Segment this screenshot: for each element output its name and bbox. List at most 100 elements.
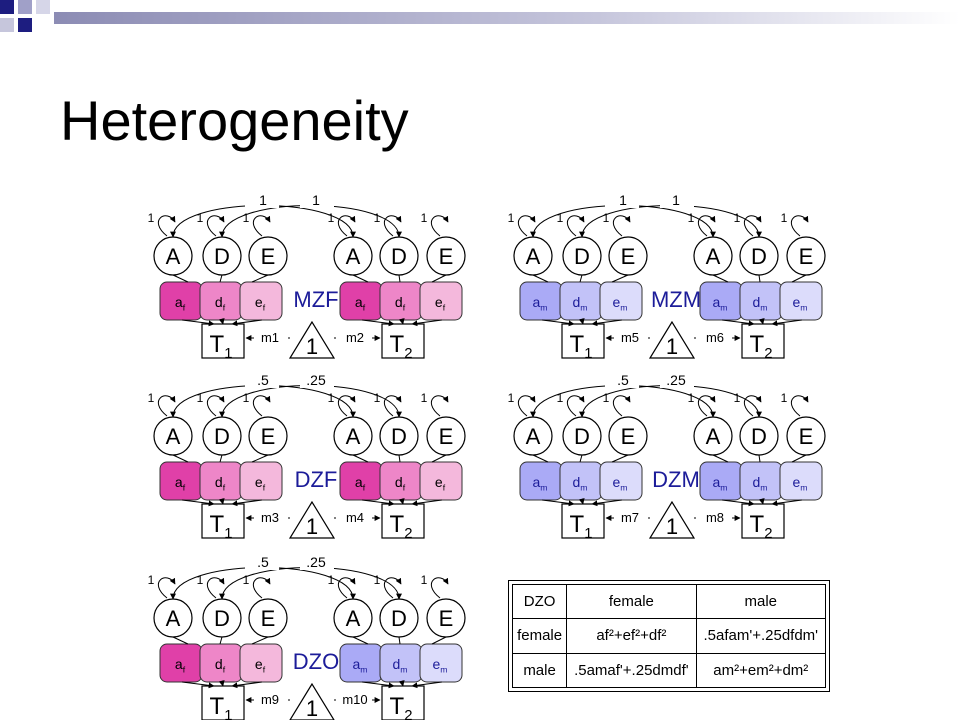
corr-label-d: 1 bbox=[672, 192, 680, 208]
loading-arrow bbox=[758, 498, 765, 505]
mean-path-label-right: m4 bbox=[346, 510, 364, 525]
loading-arrow bbox=[758, 318, 765, 325]
factor-label-e: E bbox=[799, 424, 814, 449]
dzo-covariance-table: DZO female male female af²+ef²+df² .5afa… bbox=[508, 580, 830, 692]
variance-loop bbox=[697, 395, 716, 417]
variance-loop-label: 1 bbox=[328, 391, 335, 405]
factor-label-a: A bbox=[346, 244, 361, 269]
variance-loop-label: 1 bbox=[328, 573, 335, 587]
path-box-d bbox=[739, 281, 783, 321]
variance-loop-label: 1 bbox=[508, 211, 515, 225]
factor-label-e: E bbox=[261, 424, 276, 449]
loading-arrow bbox=[721, 319, 755, 327]
mean-path-label-right: m6 bbox=[706, 330, 724, 345]
phenotype-label: T1 bbox=[210, 693, 233, 720]
variance-loop bbox=[743, 395, 762, 417]
path-box-label-a: af bbox=[175, 294, 186, 313]
path-box-d bbox=[739, 461, 783, 501]
factor-path bbox=[352, 454, 369, 463]
corr-label-bg bbox=[245, 192, 279, 208]
corr-label-bg bbox=[245, 372, 279, 388]
loading-arrow bbox=[181, 319, 215, 327]
loading-arrow bbox=[398, 680, 405, 687]
loading-arrow bbox=[218, 318, 225, 325]
factor-path bbox=[611, 454, 629, 463]
factor-label-a: A bbox=[166, 244, 181, 269]
variance-loop bbox=[697, 215, 716, 237]
factor-path bbox=[579, 274, 583, 283]
factor-path bbox=[172, 636, 189, 645]
variance-loop bbox=[383, 395, 402, 417]
variance-loop bbox=[790, 395, 809, 417]
factor-label-e: E bbox=[261, 244, 276, 269]
variance-loop-label: 1 bbox=[781, 391, 788, 405]
path-box-d bbox=[559, 461, 603, 501]
path-box-e bbox=[419, 643, 463, 683]
corr-label-bg bbox=[660, 192, 694, 208]
factor-label-a: A bbox=[706, 424, 721, 449]
factor-label-a: A bbox=[526, 244, 541, 269]
phenotype-box bbox=[741, 323, 785, 359]
loading-arrow bbox=[231, 319, 263, 327]
factor-label-a: A bbox=[166, 606, 181, 631]
mean-label-bg bbox=[614, 510, 648, 524]
path-box-label-d: dm bbox=[572, 474, 587, 493]
path-box-e bbox=[599, 281, 643, 321]
path-box-label-d: df bbox=[215, 656, 226, 675]
phenotype-label: T1 bbox=[570, 511, 593, 542]
factor-label-e: E bbox=[799, 244, 814, 269]
mean-path-label-left: m3 bbox=[261, 510, 279, 525]
mean-triangle bbox=[288, 500, 336, 539]
path-box-label-e: em bbox=[792, 474, 807, 493]
variance-loop-label: 1 bbox=[557, 391, 564, 405]
factor-path bbox=[579, 454, 583, 463]
mean-path-label-left: m1 bbox=[261, 330, 279, 345]
factor-label-a: A bbox=[706, 244, 721, 269]
corr-label-bg bbox=[605, 192, 639, 208]
variance-loop-label: 1 bbox=[197, 573, 204, 587]
path-box-label-a: am bbox=[712, 294, 727, 313]
group-label: DZO bbox=[293, 649, 339, 674]
mean-label: 1 bbox=[306, 514, 318, 539]
mean-label: 1 bbox=[306, 696, 318, 720]
loading-arrow bbox=[398, 318, 405, 325]
factor-label-a: A bbox=[166, 424, 181, 449]
logo-square-pale-2 bbox=[0, 18, 14, 32]
variance-loop bbox=[612, 215, 631, 237]
variance-loop bbox=[743, 215, 762, 237]
variance-loop bbox=[430, 395, 449, 417]
variance-loop bbox=[252, 215, 271, 237]
factor-path bbox=[172, 454, 189, 463]
variance-loop-label: 1 bbox=[197, 391, 204, 405]
variance-loop-label: 1 bbox=[328, 211, 335, 225]
factor-path bbox=[251, 274, 269, 283]
path-box-label-a: af bbox=[355, 294, 366, 313]
factor-path bbox=[532, 454, 549, 463]
group-label: DZM bbox=[652, 467, 700, 492]
variance-loop bbox=[383, 215, 402, 237]
path-box-label-a: af bbox=[175, 474, 186, 493]
factor-path bbox=[398, 274, 401, 283]
phenotype-label: T1 bbox=[210, 511, 233, 542]
mean-label: 1 bbox=[666, 334, 678, 359]
factor-path bbox=[352, 636, 369, 645]
phenotype-box bbox=[201, 503, 245, 539]
corr-label-bg bbox=[605, 372, 639, 388]
path-box-label-d: dm bbox=[752, 294, 767, 313]
path-box-d bbox=[379, 643, 423, 683]
path-box-d bbox=[559, 281, 603, 321]
path-box-label-d: dm bbox=[572, 294, 587, 313]
corr-label-d: .25 bbox=[306, 372, 326, 388]
table-header-row: DZO female male bbox=[511, 583, 827, 620]
variance-loop-label: 1 bbox=[243, 391, 250, 405]
